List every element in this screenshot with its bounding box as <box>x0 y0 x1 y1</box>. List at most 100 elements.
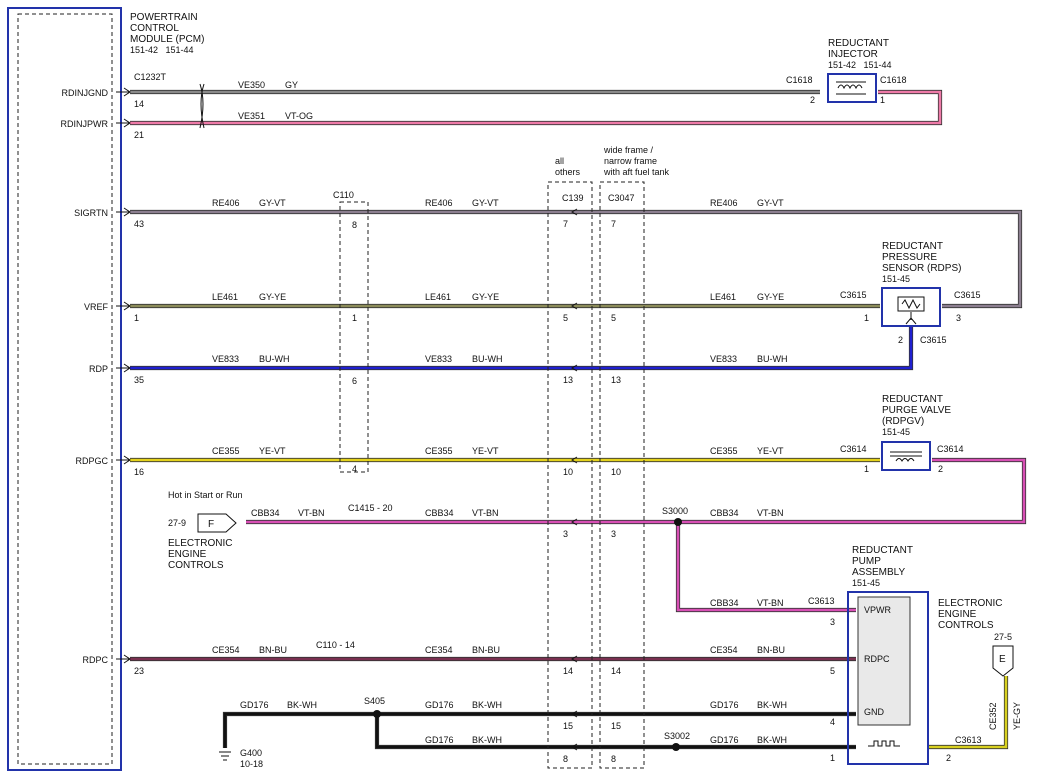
pcm-pin-label-sigrtn: SIGRTN <box>74 208 108 218</box>
label-gd176-4-color: BK-WH <box>472 735 502 745</box>
label-gd176-1-circuit: GD176 <box>240 700 269 710</box>
rdpgv-pages: 151-45 <box>882 427 910 437</box>
eec-left-title-1: ELECTRONIC <box>168 538 232 549</box>
c110-pin-1: 1 <box>352 313 357 323</box>
c3047-connector <box>599 181 645 769</box>
wire-ve833-outline <box>130 326 914 371</box>
label-re406-1-color: GY-VT <box>259 198 286 208</box>
resistor-icon <box>897 296 925 312</box>
injector-conn-left: C1618 <box>786 75 813 85</box>
connector-arrow-icon <box>571 518 578 526</box>
coil-icon <box>836 81 866 95</box>
rdps-pin-bottom: 2 <box>898 335 903 345</box>
label-ce354-3-color: BN-BU <box>757 645 785 655</box>
pcm-pages: 151-42 151-44 <box>130 45 194 55</box>
label-ce355-3-circuit: CE355 <box>710 446 738 456</box>
pcm-pin-number-21: 21 <box>134 130 144 140</box>
pcm-pin-group: RDINJGND14RDINJPWR21SIGRTN43VREF1RDP35RD… <box>61 87 144 676</box>
c3047-pin: 5 <box>611 313 616 323</box>
label-ce354-2-circuit: CE354 <box>425 645 453 655</box>
c139-pin: 3 <box>563 529 568 539</box>
c3047-pin: 15 <box>611 721 621 731</box>
pump-pin-4: 4 <box>830 717 835 727</box>
c3047-pin: 7 <box>611 219 616 229</box>
eec-left-note: Hot in Start or Run <box>168 490 243 500</box>
eec-left-title-3: CONTROLS <box>168 560 224 571</box>
c3047-pin: 14 <box>611 666 621 676</box>
label-cbb34-1-color: VT-BN <box>298 508 325 518</box>
c3047-pin: 13 <box>611 375 621 385</box>
heater-pin: 2 <box>946 753 951 763</box>
pump-pin-3: 3 <box>830 617 835 627</box>
pcm-pin-number-23: 23 <box>134 666 144 676</box>
label-ve833-1-circuit: VE833 <box>212 354 239 364</box>
c139-pin: 10 <box>563 467 573 477</box>
label-gd176-1-color: BK-WH <box>287 700 317 710</box>
label-gd176-2-color: BK-WH <box>472 700 502 710</box>
pcm-pin-label-rdinjpwr: RDINJPWR <box>61 119 109 129</box>
pcm-connector: C1232T <box>134 72 167 82</box>
rdps-conn-right: C3615 <box>954 290 981 300</box>
ground-page: 10-18 <box>240 759 263 769</box>
splice-s3000 <box>674 518 682 526</box>
pump-module-box <box>857 596 911 726</box>
c139-group-1: all <box>555 156 564 166</box>
injector-pin-right: 1 <box>880 95 885 105</box>
label-ce354-2-color: BN-BU <box>472 645 500 655</box>
pcm-pin-arrow-icon <box>116 87 131 97</box>
label-cbb34-2-color: VT-BN <box>472 508 499 518</box>
wire-re406 <box>130 210 1022 308</box>
c110-pin-4: 4 <box>352 464 357 474</box>
c3047-group-2: narrow frame <box>604 156 657 166</box>
eec-left-title-2: ENGINE <box>168 549 207 560</box>
eec-right-page: 27-5 <box>994 632 1012 642</box>
label-ve833-2-color: BU-WH <box>472 354 503 364</box>
c3047-pin: 8 <box>611 754 616 764</box>
eec-right-title-1: ELECTRONIC <box>938 598 1002 609</box>
rdpgv-pin-right: 2 <box>938 464 943 474</box>
wire-gd176-b <box>375 714 856 749</box>
eec-right-wire: CE352 <box>988 702 998 730</box>
pump-pin-5: 5 <box>830 666 835 676</box>
connector-arrow-icon <box>571 364 578 372</box>
c139-group-2: others <box>555 167 581 177</box>
c110-14-label: C110 - 14 <box>316 640 355 650</box>
pump-title-2: PUMP <box>852 556 881 567</box>
pcm-frame <box>7 7 122 771</box>
connector-arrow-icon <box>571 710 578 718</box>
c139-pin: 7 <box>563 219 568 229</box>
eec-right-title-3: CONTROLS <box>938 620 994 631</box>
label-re406-1-circuit: RE406 <box>212 198 240 208</box>
label-gd176-4-circuit: GD176 <box>425 735 454 745</box>
pump-pin-1: 1 <box>830 753 835 763</box>
injector-pin-left: 2 <box>810 95 815 105</box>
injector-body <box>827 73 877 103</box>
label-ce354-1-color: BN-BU <box>259 645 287 655</box>
c3047-label: C3047 <box>608 193 635 203</box>
label-ve350-color: GY <box>285 80 298 90</box>
label-gd176-3-circuit: GD176 <box>710 700 739 710</box>
wire-cbb34-pump <box>676 522 856 612</box>
label-re406-2-color: GY-VT <box>472 198 499 208</box>
label-le461-3-circuit: LE461 <box>710 292 736 302</box>
solenoid-icon <box>890 451 922 462</box>
rdps-title-3: SENSOR (RDPS) <box>882 263 961 274</box>
eec-right-ref-icon <box>992 645 1014 677</box>
label-re406-3-color: GY-VT <box>757 198 784 208</box>
pcm-pin-arrow-icon <box>116 207 131 217</box>
c139-pin: 14 <box>563 666 573 676</box>
connector-arrow-icon <box>571 655 578 663</box>
pcm-title-2: CONTROL <box>130 23 179 34</box>
rdpgv-body <box>881 441 931 471</box>
label-le461-3-color: GY-YE <box>757 292 784 302</box>
connector-arrow-icon <box>571 208 578 216</box>
injector-conn-right: C1618 <box>880 75 907 85</box>
rdps-pages: 151-45 <box>882 274 910 284</box>
pcm-pin-label-rdinjgnd: RDINJGND <box>62 88 109 98</box>
splice-s405-label: S405 <box>364 696 385 706</box>
splice-s3000-label: S3000 <box>662 506 688 516</box>
pcm-title-1: POWERTRAIN <box>130 12 198 23</box>
label-cbb34-4-color: VT-BN <box>757 598 784 608</box>
wire-ve833 <box>130 326 913 370</box>
wire-ve351 <box>130 90 942 125</box>
